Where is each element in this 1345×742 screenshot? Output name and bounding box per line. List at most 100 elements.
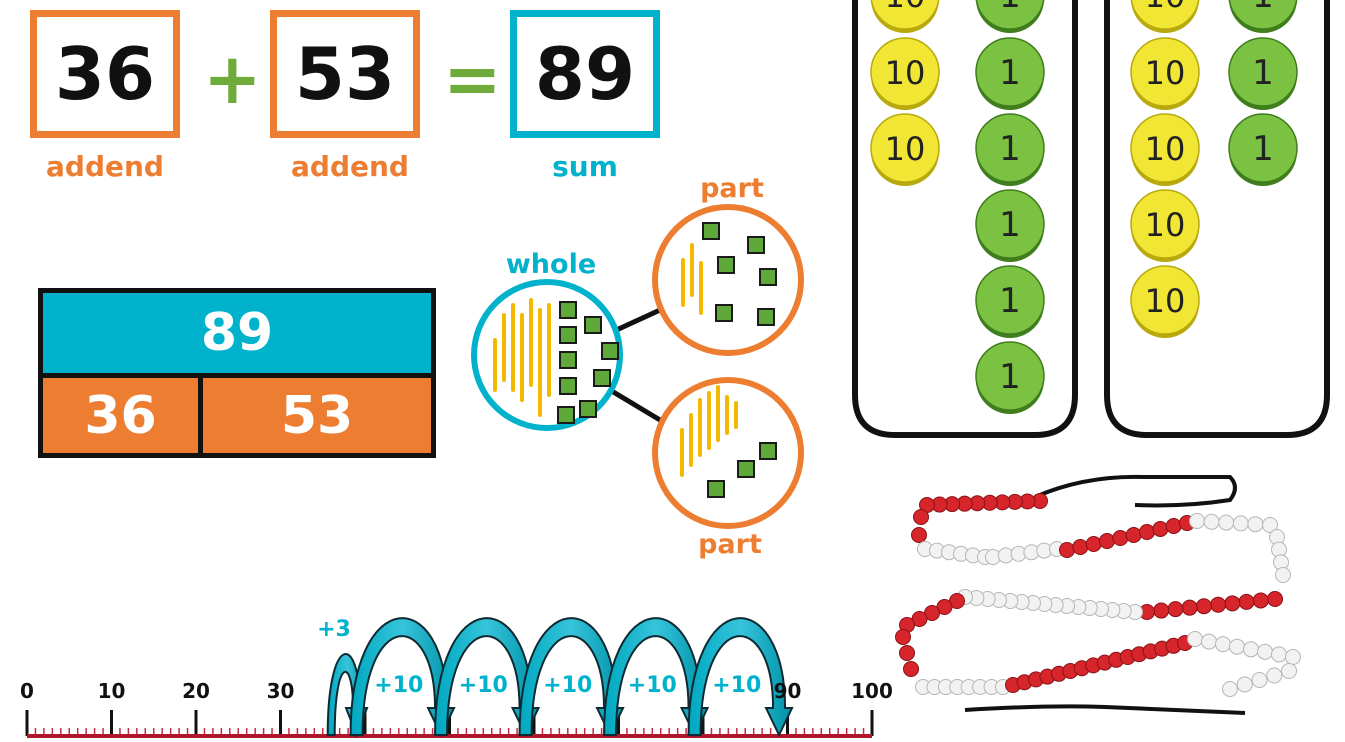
addend-value-1: 36 bbox=[54, 32, 156, 116]
one-counter: 1 bbox=[975, 113, 1045, 186]
ten-counter: 10 bbox=[1130, 37, 1200, 110]
equals-sign: = bbox=[443, 38, 502, 120]
red-bead bbox=[1059, 542, 1075, 558]
white-bead bbox=[1236, 676, 1253, 693]
bar-part-2-value: 53 bbox=[280, 385, 354, 446]
counter-label: 10 bbox=[1145, 0, 1186, 15]
red-bead bbox=[1165, 518, 1182, 534]
tick-label: 20 bbox=[182, 679, 210, 703]
white-bead bbox=[1218, 514, 1235, 531]
counter-label: 1 bbox=[999, 357, 1021, 397]
red-bead bbox=[899, 645, 915, 661]
red-bead bbox=[1167, 601, 1184, 618]
red-bead bbox=[1210, 596, 1227, 613]
ten-counter: 10 bbox=[870, 37, 940, 110]
white-bead bbox=[1251, 672, 1268, 688]
white-bead bbox=[1271, 646, 1287, 663]
tick-label: 30 bbox=[267, 679, 295, 703]
ten-counter: 10 bbox=[870, 113, 940, 186]
ten-counter: 10 bbox=[1130, 265, 1200, 338]
white-bead bbox=[1201, 633, 1217, 650]
part-bottom-label: part bbox=[698, 529, 762, 560]
counter-label: 1 bbox=[999, 205, 1021, 245]
one-counter: 1 bbox=[975, 265, 1045, 338]
white-bead bbox=[1247, 516, 1264, 533]
white-bead bbox=[1229, 638, 1245, 655]
counter-label: 10 bbox=[1145, 54, 1186, 92]
bar-part-1: 36 bbox=[38, 373, 203, 458]
counter-label: 1 bbox=[999, 53, 1021, 93]
part-circle-bottom bbox=[652, 377, 804, 529]
counter-label: 10 bbox=[885, 130, 926, 168]
white-bead bbox=[1222, 681, 1238, 697]
red-bead bbox=[913, 509, 929, 525]
white-bead bbox=[1266, 667, 1283, 684]
red-bead bbox=[911, 527, 927, 543]
red-bead bbox=[1112, 530, 1129, 546]
addend-box-2: 53 bbox=[270, 10, 420, 138]
jump-label: +10 bbox=[712, 673, 761, 698]
jump-label: +10 bbox=[628, 673, 677, 698]
tick-label: 0 bbox=[20, 679, 34, 703]
jump-arrow bbox=[687, 617, 794, 738]
part-circle-top bbox=[652, 204, 804, 356]
one-counter: 1 bbox=[975, 341, 1045, 414]
addend-value-2: 53 bbox=[294, 32, 396, 116]
jump-label: +3 bbox=[317, 617, 351, 642]
sum-value: 89 bbox=[534, 32, 636, 116]
red-bead bbox=[1085, 536, 1102, 552]
counter-trays: 10 10 10 1 1 1 1 1 1 10 10 10 10 10 1 1 1 bbox=[852, 0, 1330, 438]
one-counter: 1 bbox=[975, 0, 1045, 33]
red-bead bbox=[1238, 593, 1255, 610]
red-bead bbox=[1125, 527, 1142, 543]
white-bead bbox=[1262, 517, 1278, 533]
part-top-label: part bbox=[700, 173, 764, 204]
addend-label-2: addend bbox=[291, 150, 409, 183]
whole-label: whole bbox=[506, 249, 596, 280]
red-bead bbox=[903, 661, 919, 677]
counter-label: 10 bbox=[885, 54, 926, 92]
white-bead bbox=[1203, 513, 1220, 530]
one-counter: 1 bbox=[975, 37, 1045, 110]
red-bead bbox=[1267, 591, 1283, 607]
plus-sign: + bbox=[203, 38, 262, 120]
counter-label: 1 bbox=[999, 0, 1021, 16]
one-counter: 1 bbox=[1228, 37, 1298, 110]
counter-label: 1 bbox=[1252, 129, 1274, 169]
bar-whole: 89 bbox=[38, 288, 436, 378]
red-bead bbox=[1152, 521, 1169, 537]
white-bead bbox=[1257, 643, 1273, 660]
ten-counter: 10 bbox=[1130, 0, 1200, 33]
bar-part-2: 53 bbox=[198, 373, 436, 458]
counter-label: 1 bbox=[999, 281, 1021, 321]
jump-label: +10 bbox=[374, 673, 423, 698]
one-counter: 1 bbox=[975, 189, 1045, 262]
bar-whole-value: 89 bbox=[200, 303, 274, 363]
white-bead bbox=[1189, 513, 1205, 529]
bar-part-1-value: 36 bbox=[84, 385, 157, 446]
addend-box-1: 36 bbox=[30, 10, 180, 138]
sum-box: 89 bbox=[510, 10, 660, 138]
white-bead bbox=[1275, 567, 1291, 583]
ten-counter: 10 bbox=[1130, 189, 1200, 262]
tick-label: 10 bbox=[98, 679, 126, 703]
red-bead bbox=[1224, 595, 1241, 612]
white-bead bbox=[1285, 649, 1301, 665]
ten-counter: 10 bbox=[1130, 113, 1200, 186]
counter-label: 1 bbox=[1252, 0, 1274, 16]
counter-label: 10 bbox=[1145, 130, 1186, 168]
rekenrek-bead-string bbox=[895, 474, 1301, 715]
ten-counter: 10 bbox=[870, 0, 940, 33]
red-bead bbox=[1153, 602, 1170, 619]
counter-label: 1 bbox=[1252, 53, 1274, 93]
red-bead bbox=[1252, 592, 1269, 609]
tick-label: 90 bbox=[774, 679, 802, 703]
white-bead bbox=[1232, 515, 1249, 532]
one-counter: 1 bbox=[1228, 113, 1298, 186]
addend-label-1: addend bbox=[46, 150, 164, 183]
whole-circle bbox=[471, 279, 623, 431]
counter-label: 10 bbox=[1145, 206, 1186, 244]
white-bead bbox=[1281, 663, 1297, 679]
red-bead bbox=[1181, 599, 1198, 616]
